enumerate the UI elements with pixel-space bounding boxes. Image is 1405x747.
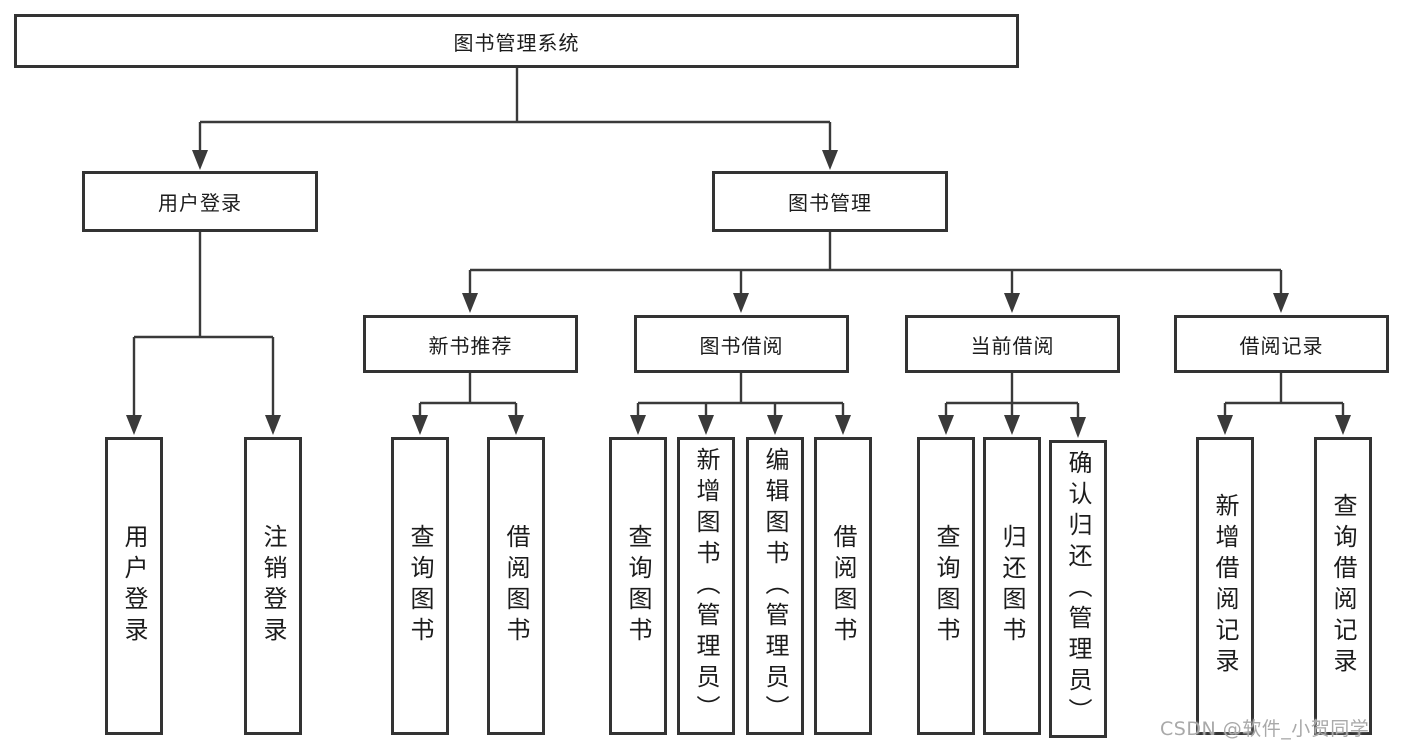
arrowhead-icon (767, 415, 783, 435)
node-label: 归还图书 (998, 524, 1026, 648)
watermark: CSDN @软件_小贺同学 (1160, 718, 1370, 740)
node-book-management: 图书管理 (712, 171, 948, 232)
node-label: 查询图书 (406, 524, 434, 648)
node-label: 编辑图书（管理员） (761, 446, 789, 726)
arrowhead-icon (462, 293, 478, 313)
node-leaf-query-books-1: 查询图书 (391, 437, 449, 735)
node-label: 新增图书（管理员） (692, 446, 720, 726)
node-label: 图书管理 (788, 191, 872, 215)
arrowhead-icon (835, 415, 851, 435)
node-library-system: 图书管理系统 (14, 14, 1019, 68)
node-label: 确认归还（管理员） (1064, 449, 1092, 729)
node-label: 图书借阅 (699, 333, 784, 358)
arrowhead-icon (265, 415, 281, 435)
arrowhead-icon (192, 150, 208, 170)
arrowhead-icon (1335, 415, 1351, 435)
node-label: 用户登录 (120, 524, 148, 648)
node-current-borrow: 当前借阅 (905, 315, 1120, 373)
node-label: 新增借阅记录 (1211, 493, 1239, 679)
node-label: 查询图书 (624, 524, 652, 648)
node-leaf-edit-book-admin: 编辑图书（管理员） (746, 437, 804, 735)
arrowhead-icon (733, 293, 749, 313)
connector-bookmgmt-to-level3 (468, 231, 1283, 295)
arrowhead-icon (508, 415, 524, 435)
connector-newbook-group (418, 372, 518, 417)
node-label: 查询图书 (932, 524, 960, 648)
arrowhead-icon (1217, 415, 1233, 435)
node-book-borrow: 图书借阅 (634, 315, 849, 373)
node-label: 借阅记录 (1239, 333, 1324, 358)
node-leaf-borrow-books-1: 借阅图书 (487, 437, 545, 735)
arrowhead-icon (1004, 415, 1020, 435)
arrowhead-icon (698, 415, 714, 435)
connector-root-to-level2 (198, 67, 832, 152)
node-user-login: 用户登录 (82, 171, 318, 232)
node-borrow-records: 借阅记录 (1174, 315, 1389, 373)
node-label: 新书推荐 (428, 333, 513, 358)
arrowhead-icon (1070, 417, 1086, 438)
node-label: 用户登录 (158, 191, 242, 215)
connector-records-group (1223, 372, 1345, 417)
arrowhead-icon (412, 415, 428, 435)
connector-currentborrow-group (944, 372, 1080, 417)
node-new-book-recommend: 新书推荐 (363, 315, 578, 373)
node-label: 注销登录 (259, 524, 287, 648)
arrowhead-icon (822, 150, 838, 170)
node-leaf-confirm-return-admin: 确认归还（管理员） (1049, 440, 1107, 738)
connector-bookborrow-group (636, 372, 845, 417)
node-label: 图书管理系统 (453, 30, 580, 55)
node-label: 查询借阅记录 (1329, 493, 1357, 679)
node-leaf-query-borrow-record: 查询借阅记录 (1314, 437, 1372, 735)
node-label: 当前借阅 (970, 333, 1055, 358)
node-leaf-return-books: 归还图书 (983, 437, 1041, 735)
node-leaf-logout: 注销登录 (244, 437, 302, 735)
arrowhead-icon (126, 415, 142, 435)
arrowhead-icon (1273, 293, 1289, 313)
connector-userlogin-group (132, 231, 275, 416)
node-leaf-user-login: 用户登录 (105, 437, 163, 735)
arrowhead-icon (630, 415, 646, 435)
node-leaf-add-borrow-record: 新增借阅记录 (1196, 437, 1254, 735)
node-label: 借阅图书 (502, 524, 530, 648)
arrowhead-icon (938, 415, 954, 435)
node-leaf-add-book-admin: 新增图书（管理员） (677, 437, 735, 735)
node-leaf-query-books-3: 查询图书 (917, 437, 975, 735)
arrowhead-icon (1004, 293, 1020, 313)
node-leaf-query-books-2: 查询图书 (609, 437, 667, 735)
node-leaf-borrow-books-2: 借阅图书 (814, 437, 872, 735)
node-label: 借阅图书 (829, 524, 857, 648)
